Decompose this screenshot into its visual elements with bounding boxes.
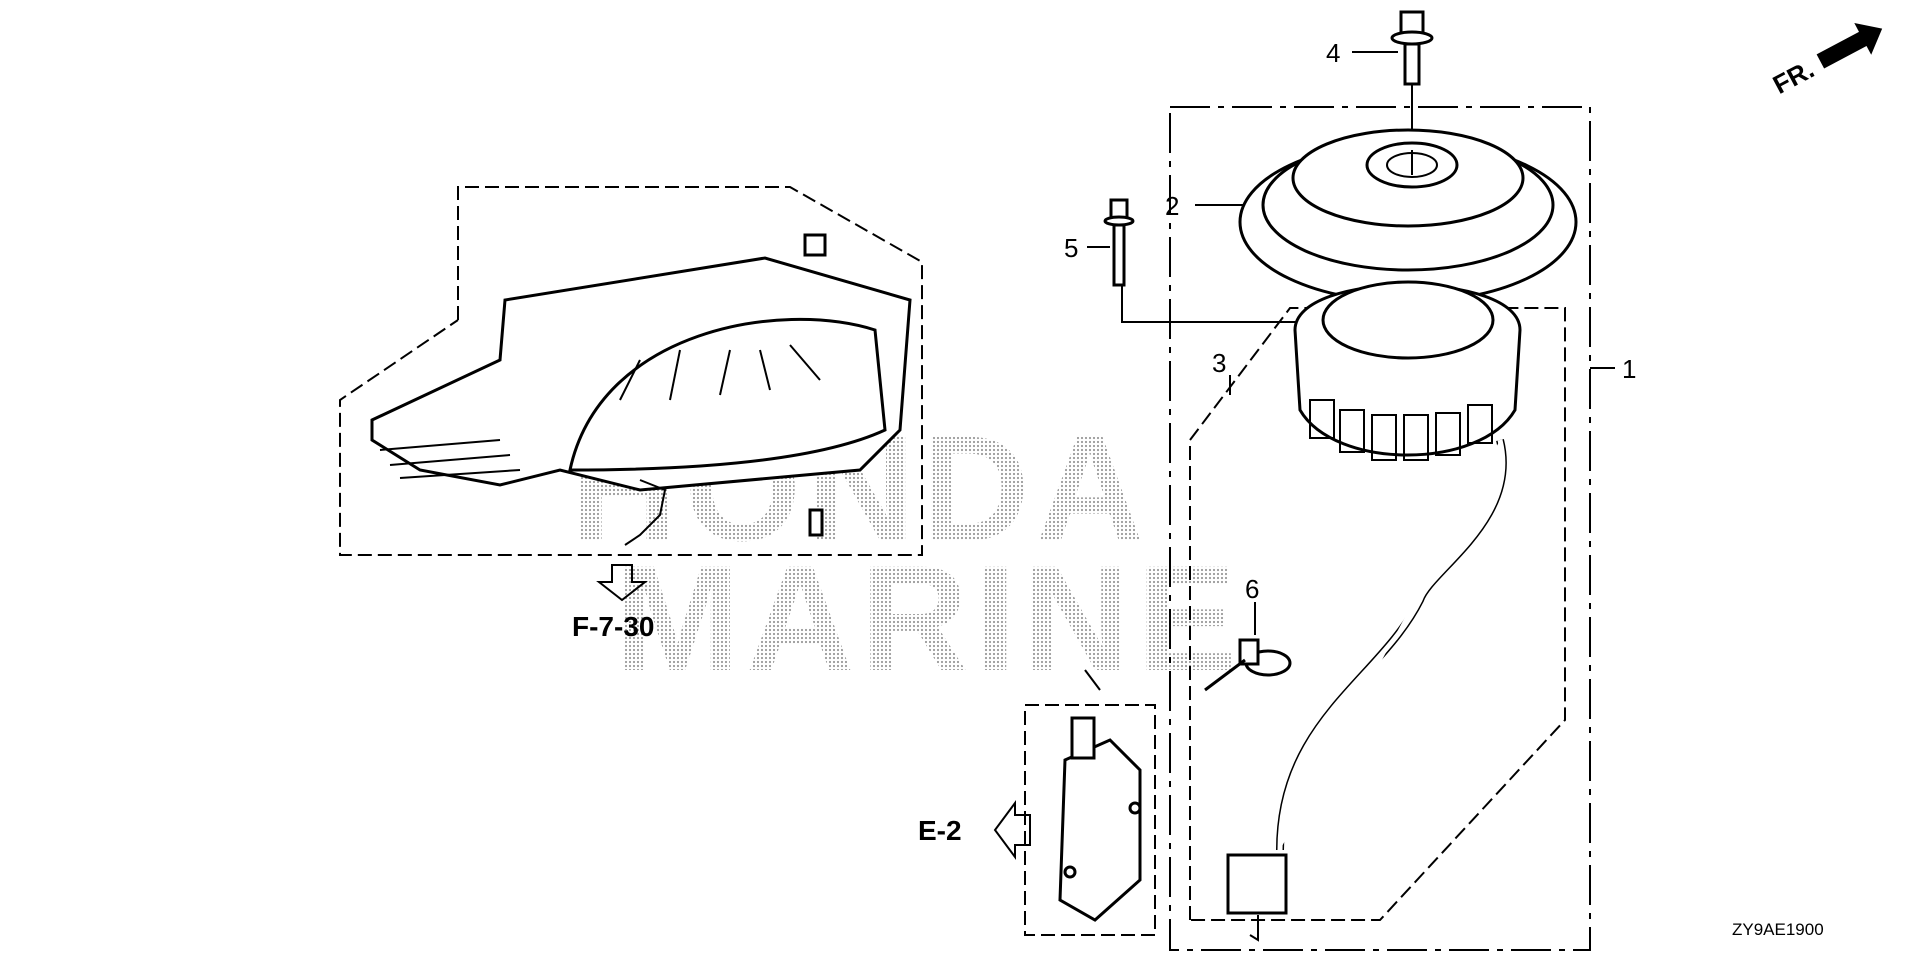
bolt-5[interactable] [1103, 198, 1401, 352]
stator-bore [1321, 280, 1495, 360]
ref-fan-cover[interactable]: F-7-30 [572, 564, 654, 642]
fan-cover-dome [568, 317, 887, 472]
callout-5[interactable]: 5 [1064, 233, 1078, 263]
left-arrow-icon [993, 799, 1031, 861]
fan-cover-vents [379, 344, 821, 479]
callout-1[interactable]: 1 [1622, 354, 1636, 384]
callout-4[interactable]: 4 [1326, 38, 1340, 68]
callout-3[interactable]: 3 [1212, 348, 1226, 378]
front-indicator: FR. [1768, 23, 1883, 100]
assembly-1-boundary [1169, 106, 1591, 951]
diagram-code: ZY9AE1900 [1732, 920, 1824, 939]
assembly-3-boundary [1189, 307, 1566, 921]
watermark-marine: MARINE [615, 534, 1243, 702]
grommet [803, 233, 827, 257]
callout-2[interactable]: 2 [1165, 191, 1179, 221]
leader-line [1084, 669, 1101, 691]
ref-regulator[interactable]: E-2 [918, 799, 1031, 861]
down-arrow-icon [596, 564, 648, 602]
stator-connector [1226, 853, 1288, 915]
fan-cover-assembly[interactable] [339, 186, 923, 556]
ref-e-2[interactable]: E-2 [918, 815, 962, 846]
wire-clamp-6[interactable] [1204, 602, 1292, 692]
regulator-connector [1070, 716, 1096, 760]
ref-f-7-30[interactable]: F-7-30 [572, 611, 654, 642]
stator-3[interactable] [1226, 280, 1522, 942]
bolt-shank [1112, 223, 1126, 287]
regulator-boundary [1024, 704, 1156, 936]
bolt-flange [1390, 30, 1434, 46]
callout-6[interactable]: 6 [1245, 574, 1259, 604]
cover-bracket [624, 479, 667, 546]
regulator-rectifier[interactable] [1024, 669, 1156, 936]
clamp-head [1238, 638, 1260, 666]
bolt-4[interactable] [1390, 10, 1434, 175]
flywheel-2[interactable] [1238, 128, 1578, 330]
front-arrow-icon [1816, 23, 1883, 69]
bolt-shank [1403, 42, 1421, 86]
collar [808, 508, 824, 537]
stator-coils [1309, 399, 1493, 461]
front-label: FR. [1768, 54, 1819, 100]
regulator-body [1058, 738, 1142, 922]
fan-cover-boundary [339, 186, 923, 556]
bolt-head [1109, 198, 1129, 220]
